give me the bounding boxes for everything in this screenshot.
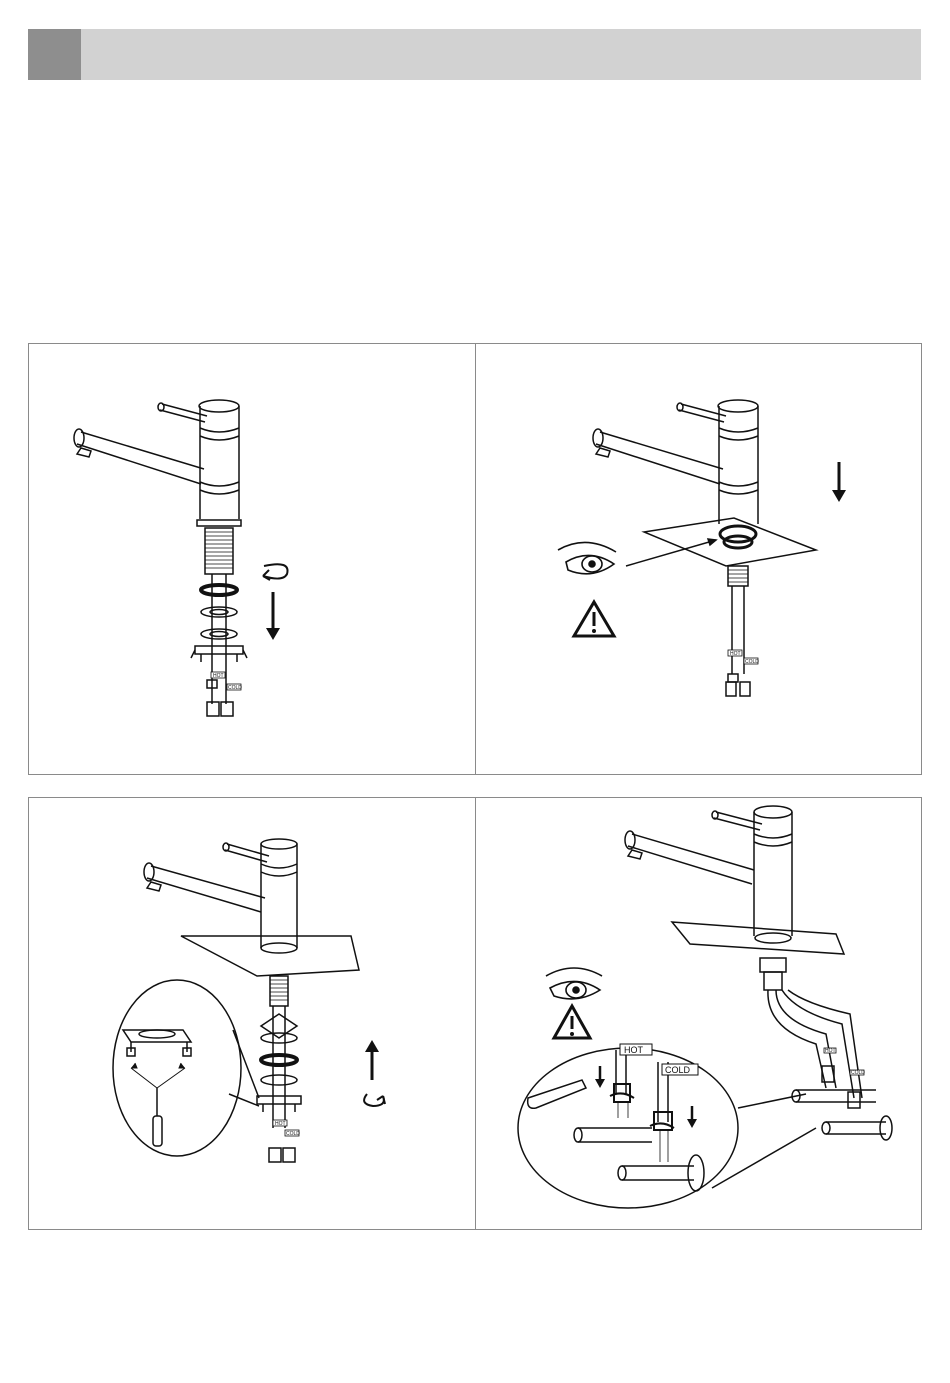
- rotate-icon: [610, 1093, 674, 1128]
- svg-text:HOT: HOT: [624, 1045, 644, 1055]
- svg-text:COLD: COLD: [851, 1070, 865, 1076]
- cold-tag: COLD: [227, 684, 242, 691]
- cold-tag: COLD: [744, 658, 759, 665]
- svg-text:HOT: HOT: [275, 1121, 286, 1127]
- eye-icon: [558, 542, 616, 573]
- cold-tag: COLD: [285, 1130, 300, 1137]
- cold-tag-small: COLD: [850, 1070, 865, 1076]
- step-panel-3: HOT COLD: [28, 797, 476, 1230]
- arrow-down-icon: [832, 462, 846, 502]
- hot-tag: HOT: [620, 1044, 652, 1055]
- screwdriver-icon: [153, 1116, 162, 1146]
- svg-text:COLD: COLD: [228, 685, 242, 691]
- warning-icon: [574, 602, 614, 636]
- arrow-up-icon: [365, 1040, 379, 1080]
- hot-tag: HOT: [273, 1120, 287, 1127]
- svg-text:COLD: COLD: [286, 1131, 300, 1137]
- rotate-icon: [364, 1094, 385, 1106]
- header-tab: [28, 29, 81, 80]
- hot-tag: HOT: [211, 672, 225, 679]
- cold-tag: COLD: [662, 1064, 698, 1075]
- faucet-illustration: HOT COLD: [29, 344, 477, 776]
- svg-text:HOT: HOT: [213, 673, 224, 679]
- faucet-illustration: HOT COLD: [29, 798, 477, 1231]
- warning-icon: [554, 1006, 590, 1038]
- step-panel-1: HOT COLD: [28, 343, 476, 775]
- faucet-illustration: HOT COLD: [476, 344, 923, 776]
- svg-text:HOT: HOT: [730, 651, 741, 657]
- svg-text:COLD: COLD: [745, 659, 759, 665]
- svg-text:COLD: COLD: [665, 1065, 691, 1075]
- eye-icon: [546, 968, 602, 999]
- hot-tag-small: HOT: [824, 1048, 836, 1054]
- svg-text:HOT: HOT: [825, 1048, 836, 1054]
- step-panel-2: HOT COLD: [475, 343, 922, 775]
- hot-tag: HOT: [728, 650, 742, 657]
- faucet-illustration: HOT COLD HOT COLD: [476, 798, 923, 1231]
- header-bar: [28, 29, 921, 80]
- rotate-icon: [263, 564, 288, 580]
- arrow-down-icon: [266, 592, 280, 640]
- step-panel-4: HOT COLD HOT COLD: [475, 797, 922, 1230]
